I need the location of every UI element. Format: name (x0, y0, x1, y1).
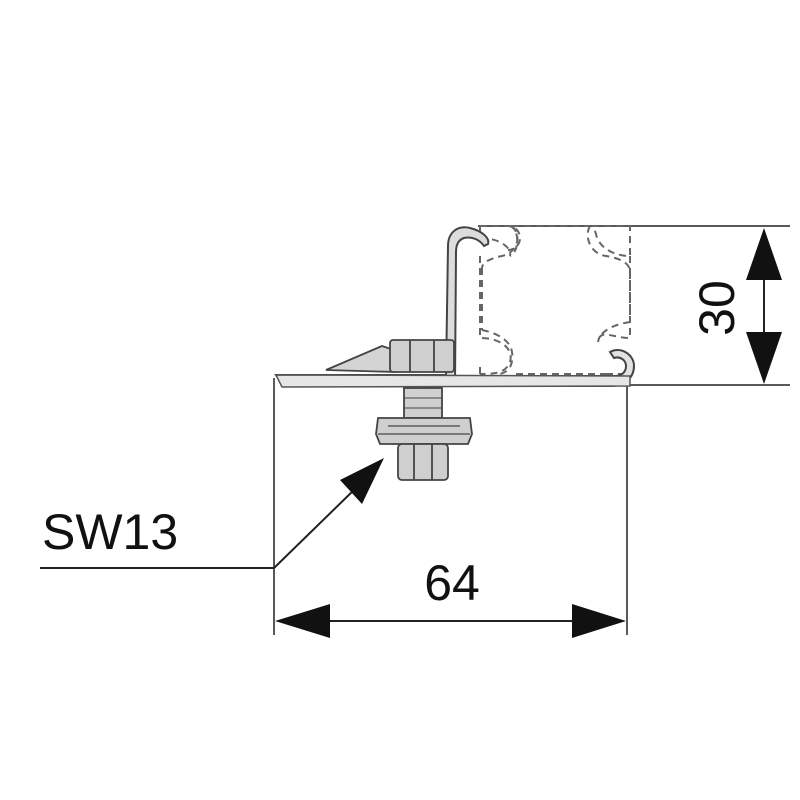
flange-nut-icon (375, 417, 473, 481)
wrench-size-label: SW13 (42, 504, 178, 560)
hidden-channel-profile (479, 225, 631, 375)
clamp-wedge (325, 345, 397, 373)
dimension-arrow-left (275, 604, 330, 638)
height-dimension (746, 228, 782, 384)
leader-arrowhead (340, 458, 384, 504)
height-dimension-label: 30 (689, 280, 745, 336)
angle-bracket (274, 226, 490, 385)
dimension-arrow-bottom (746, 332, 782, 384)
width-dimension-label: 64 (424, 555, 480, 611)
hidden-channel-outline (481, 225, 631, 375)
wrench-size-leader (40, 458, 384, 569)
bolt-head (389, 339, 455, 373)
base-plate (274, 374, 631, 388)
bolt-shank (403, 387, 443, 419)
width-dimension (275, 604, 626, 638)
dimension-arrow-right (572, 604, 626, 638)
dimension-arrow-top (746, 228, 782, 280)
